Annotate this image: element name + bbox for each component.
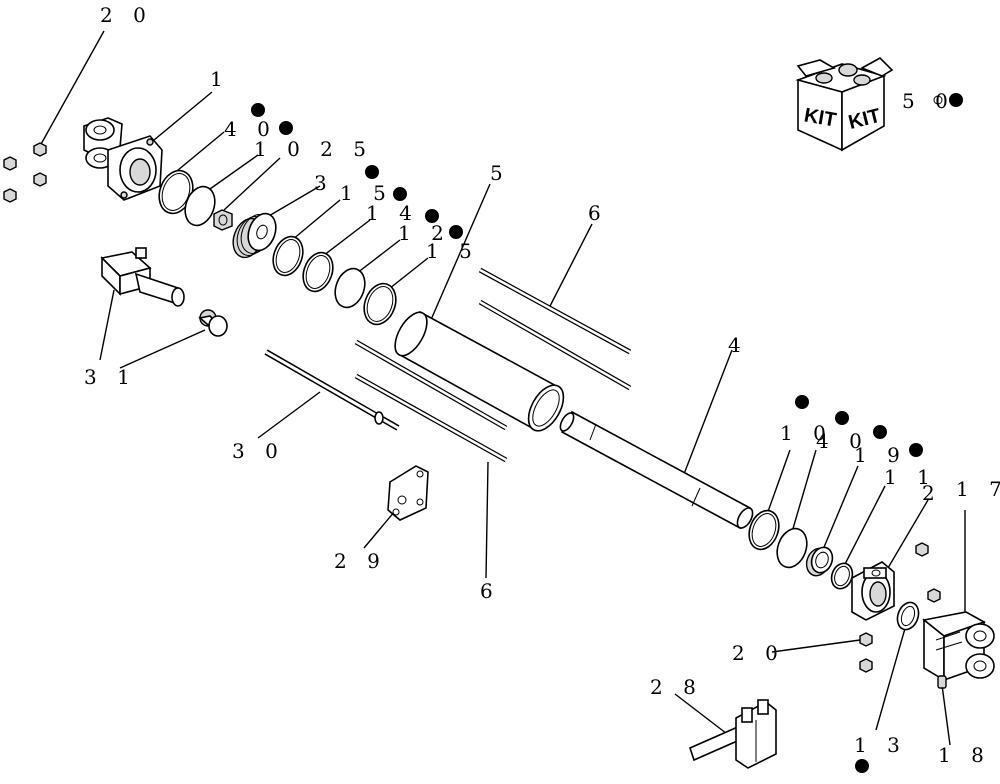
- rod-seal-13: [896, 601, 920, 631]
- label-18: 1 8: [938, 743, 991, 767]
- label-1025: 1 0 2 5: [254, 137, 373, 161]
- tie-rod-6-upper-2: [478, 299, 632, 391]
- label-11: 1 1: [884, 465, 937, 489]
- bullet-40a: [251, 103, 265, 117]
- label-12: 1 2: [398, 221, 451, 245]
- label-20-bottom: 2 0: [732, 641, 785, 665]
- tie-rod-6-upper-1: [478, 267, 632, 355]
- label-40-right: 4 0: [816, 429, 869, 453]
- label-50: 5 0: [902, 89, 955, 113]
- bullet-50-ring: [933, 95, 943, 105]
- label-5: 5: [490, 161, 510, 185]
- label-19: 1 9: [854, 443, 907, 467]
- o-ring-1025: [184, 185, 216, 227]
- label-20-top: 2 0: [100, 3, 153, 27]
- leader-lines: [39, 30, 966, 746]
- bullet-14: [393, 187, 407, 201]
- nut-20-left-3: [33, 172, 47, 187]
- nut-20-right-3: [859, 632, 873, 647]
- label-13: 1 3: [854, 733, 907, 757]
- label-14: 1 4: [366, 201, 419, 225]
- tie-rod-6-lower-2: [354, 373, 508, 463]
- bullet-13: [855, 759, 869, 773]
- nut-20-left-4: [3, 188, 17, 203]
- seal-ring-15a: [272, 235, 304, 277]
- seal-ring-14: [302, 251, 334, 293]
- bullet-40b: [835, 411, 849, 425]
- rod-end-cap-2: [851, 561, 895, 621]
- label-4: 4: [728, 333, 748, 357]
- label-15-a: 1 5: [340, 181, 393, 205]
- cylinder-barrel-5: [394, 310, 565, 432]
- nut-piston: [213, 209, 233, 231]
- bullet-12: [425, 209, 439, 223]
- seal-kit-box-50: KIT KIT: [795, 57, 894, 152]
- label-17: 1 7: [956, 477, 1000, 501]
- set-screw-18: [937, 675, 947, 689]
- tie-rod-6-lower-1: [354, 339, 508, 431]
- seal-ring-12: [334, 267, 366, 309]
- port-fitting-31: [100, 247, 185, 307]
- label-29: 2 9: [334, 549, 387, 573]
- o-ring-40-right: [776, 527, 808, 569]
- label-6-bottom: 6: [480, 579, 500, 603]
- nut-group-right: [859, 542, 941, 673]
- seal-ring-15b: [363, 282, 397, 326]
- seal-11: [830, 562, 854, 590]
- mounting-bracket-28: [689, 699, 777, 769]
- label-3: 3: [314, 171, 334, 195]
- label-31: 3 1: [84, 365, 137, 389]
- bullet-19: [873, 425, 887, 439]
- bullet-15a: [365, 165, 379, 179]
- o-ring-10: [748, 509, 780, 551]
- bullet-1025: [279, 121, 293, 135]
- piston-rod-4: [559, 410, 754, 530]
- label-10: 1 0: [780, 421, 833, 445]
- piston-3: [232, 212, 277, 259]
- label-28: 2 8: [650, 675, 703, 699]
- kit-included-markers: [251, 93, 963, 773]
- label-30: 3 0: [232, 439, 285, 463]
- bracket-29: [387, 465, 429, 521]
- label-2: 2: [922, 481, 942, 505]
- label-15-b: 1 5: [426, 239, 479, 263]
- nut-20-right-1: [915, 542, 929, 557]
- label-1: 1: [210, 67, 230, 91]
- bullet-15b: [449, 225, 463, 239]
- rod-clevis-17: [922, 611, 995, 682]
- nut-20-right-4: [859, 658, 873, 673]
- nut-20-left-2: [3, 156, 17, 171]
- wiper-19: [805, 546, 834, 577]
- nut-group-left: [3, 142, 47, 203]
- nut-20-right-2: [927, 588, 941, 603]
- label-40-left: 4 0: [224, 117, 277, 141]
- nut-20-left-1: [33, 142, 47, 157]
- bullet-11: [909, 443, 923, 457]
- clevis-end-cap-1: [83, 117, 163, 201]
- tube-30: [264, 349, 400, 431]
- bullet-10: [795, 395, 809, 409]
- bullet-50: [949, 93, 963, 107]
- plug-fitting: [198, 309, 228, 337]
- label-6-top: 6: [588, 201, 608, 225]
- part-number-labels: 2 0 1 4 0 1 0 2 5 3 1 5 1 4 1 2 1 5 5 6 …: [84, 3, 1000, 767]
